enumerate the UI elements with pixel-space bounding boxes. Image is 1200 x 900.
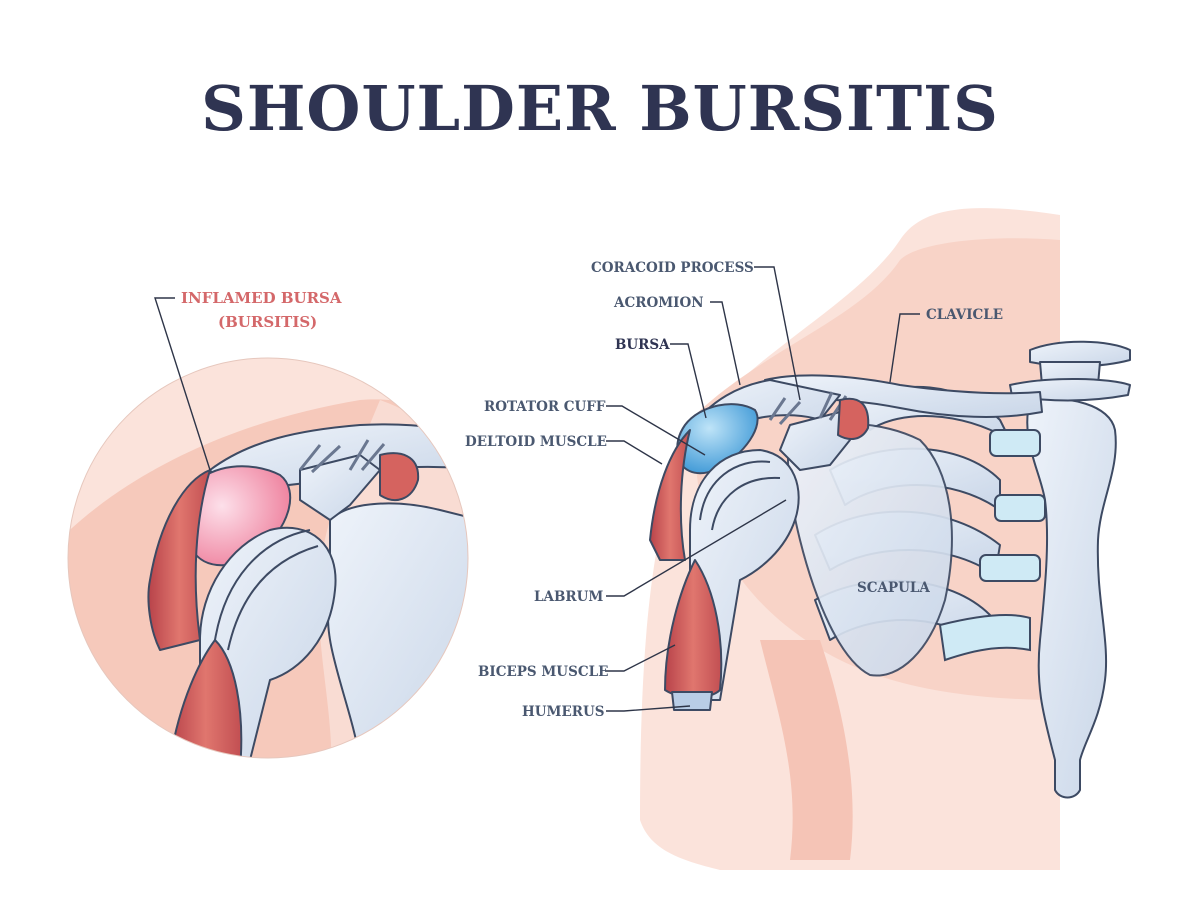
main-figure: [640, 208, 1131, 871]
deltoid-shape: [649, 429, 691, 561]
scapula-shape: [787, 422, 953, 677]
bursitis-label: (BURSITIS): [218, 313, 317, 331]
deltoid-muscle-label: DELTOID MUSCLE: [465, 434, 607, 450]
scapula-label: SCAPULA: [857, 580, 930, 596]
coracoid-process-label: CORACOID PROCESS: [591, 260, 754, 276]
page-title: SHOULDER BURSITIS: [201, 72, 999, 145]
leader-lines: [606, 266, 920, 712]
labrum-label: LABRUM: [534, 589, 603, 605]
bursa-label: BURSA: [615, 337, 670, 353]
inflamed-bursa-leader: [154, 297, 211, 471]
sternum: [938, 340, 1131, 799]
biceps-muscle-label: BICEPS MUSCLE: [478, 664, 608, 680]
rotator-cuff-label: ROTATOR CUFF: [484, 399, 606, 415]
clavicle-label: CLAVICLE: [926, 307, 1003, 323]
acromion-label: ACROMION: [613, 295, 704, 311]
inflamed-bursa-label: INFLAMED BURSA: [181, 289, 342, 307]
humerus-label: HUMERUS: [522, 704, 605, 720]
inset-circle: [67, 357, 469, 759]
